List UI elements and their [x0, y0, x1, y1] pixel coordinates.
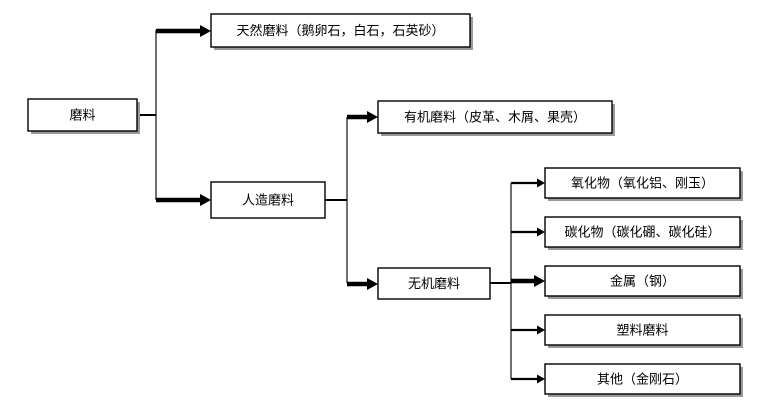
node-label: 塑料磨料	[616, 324, 668, 339]
node-box[interactable]	[544, 265, 741, 297]
node-label: 金属（钢）	[610, 274, 675, 290]
node-other[interactable]: 其他（金刚石）	[544, 363, 743, 397]
arrow-head-icon	[200, 194, 211, 206]
node-organic[interactable]: 有机磨料（皮革、木屑、果壳）	[377, 100, 615, 136]
node-label: 无机磨料	[408, 277, 460, 292]
node-oxide[interactable]: 氧化物（氧化铝、刚玉）	[544, 167, 743, 201]
node-inorganic[interactable]: 无机磨料	[377, 267, 491, 300]
node-natural[interactable]: 天然磨料（鹅卵石，白石，石英砂）	[210, 13, 473, 50]
arrow-head-icon	[537, 325, 545, 335]
node-label: 其他（金刚石）	[597, 372, 688, 388]
connector-arrow-layer	[156, 25, 545, 384]
arrow-head-icon	[537, 374, 545, 384]
node-box[interactable]	[210, 13, 471, 48]
node-label: 人造磨料	[242, 194, 294, 209]
node-layer: 磨料 天然磨料（鹅卵石，白石，石英砂） 人造磨料 有机磨料（皮革、木屑、果壳） 无机磨料…	[27, 13, 743, 397]
node-box[interactable]	[544, 167, 741, 199]
connector-trunk-layer	[155, 30, 512, 379]
arrow-head-icon	[534, 275, 545, 287]
node-plastic[interactable]: 塑料磨料	[544, 314, 743, 348]
arrow-head-icon	[367, 278, 378, 290]
arrow-head-icon	[367, 111, 378, 123]
node-root[interactable]: 磨料	[27, 98, 140, 134]
node-box[interactable]	[544, 216, 741, 248]
connector-stub-layer	[137, 114, 511, 284]
node-box[interactable]	[544, 314, 741, 346]
arrow-head-icon	[200, 25, 211, 37]
node-artificial[interactable]: 人造磨料	[210, 181, 326, 219]
node-box[interactable]	[377, 267, 491, 300]
node-box[interactable]	[210, 181, 326, 219]
node-box[interactable]	[27, 98, 138, 132]
node-box[interactable]	[377, 100, 613, 134]
node-label: 天然磨料（鹅卵石，白石，石英砂）	[236, 23, 444, 39]
arrow-head-icon	[537, 227, 545, 237]
node-label: 磨料	[69, 109, 95, 124]
node-label: 碳化物（碳化硼、碳化硅）	[564, 226, 720, 241]
node-label: 有机磨料（皮革、木屑、果壳）	[404, 111, 586, 126]
arrow-head-icon	[537, 178, 545, 188]
node-box[interactable]	[544, 363, 741, 395]
node-carbide[interactable]: 碳化物（碳化硼、碳化硅）	[544, 216, 743, 250]
node-metal[interactable]: 金属（钢）	[544, 265, 743, 299]
node-label: 氧化物（氧化铝、刚玉）	[571, 177, 714, 192]
